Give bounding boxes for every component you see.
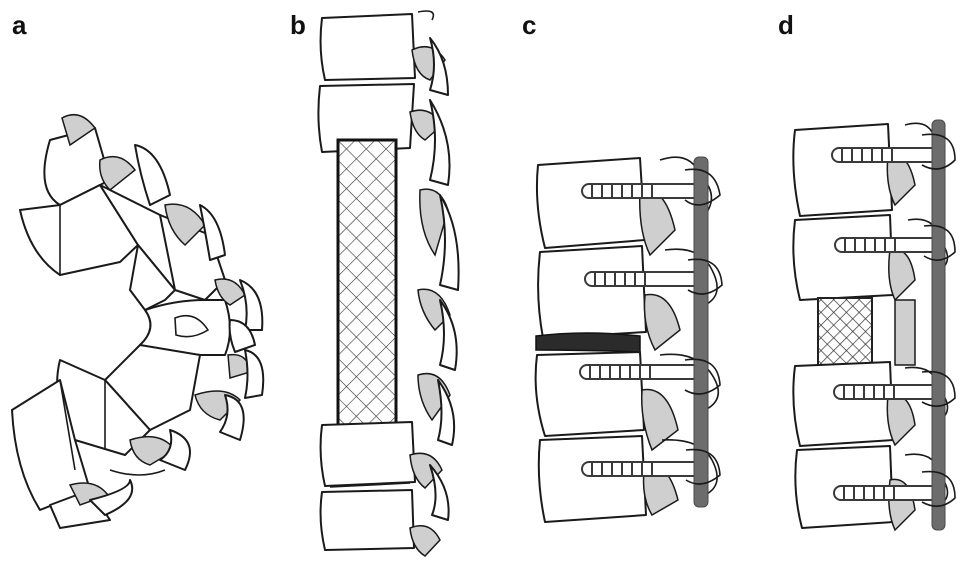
vertebra-d1 — [793, 124, 892, 216]
pedicle-screw-d4 — [834, 486, 944, 500]
vertebra-d3 — [793, 362, 893, 446]
vertebra-c1 — [537, 158, 645, 248]
pedicle-screw-d3 — [834, 385, 944, 399]
panel-a-kyphosis-drawing — [12, 115, 263, 528]
pedicle-screw-c2 — [585, 272, 703, 286]
panel-d-cage-fixation-drawing — [793, 120, 955, 530]
vertebra-d2 — [793, 215, 893, 300]
small-cage — [818, 298, 872, 368]
lower-vertebra-b1 — [321, 422, 415, 487]
panel-b-cage-drawing — [318, 11, 458, 556]
pedicle-screw-c3 — [580, 365, 702, 379]
lower-vertebra-b2 — [321, 490, 414, 550]
pedicle-screw-d2 — [835, 238, 943, 252]
pedicle-screw-c1 — [582, 184, 702, 198]
upper-vertebra-b1 — [321, 14, 415, 80]
collapsed-disc — [536, 333, 640, 352]
panel-c-fixation-drawing — [536, 157, 722, 522]
rod-c — [694, 157, 708, 507]
pedicle-screw-d1 — [832, 148, 942, 162]
pedicle-screw-c4 — [582, 462, 702, 476]
vertebra-c2 — [538, 246, 646, 338]
vertebra-c4 — [539, 436, 646, 522]
rod-d — [932, 120, 945, 530]
expandable-cage — [338, 140, 396, 428]
posterior-elements-b — [410, 11, 459, 556]
